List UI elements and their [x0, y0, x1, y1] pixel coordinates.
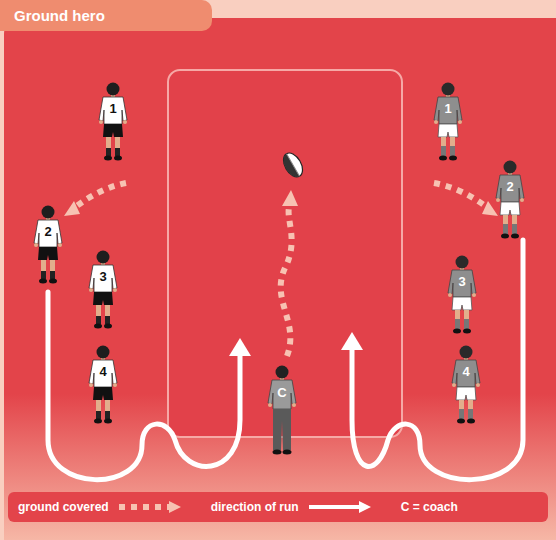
shirt-number: 3: [450, 273, 474, 291]
run-path: [48, 292, 240, 480]
legend-text: direction of run: [211, 500, 299, 514]
player-white: [99, 83, 127, 161]
run-paths: [48, 240, 523, 480]
arrow-head: [64, 201, 80, 216]
shirt-number: 3: [91, 268, 115, 286]
dotted-arrow-sample: [117, 500, 183, 514]
run-path: [352, 240, 523, 480]
shirt-number: 1: [101, 100, 125, 118]
shirt-number: 1: [436, 100, 460, 118]
player-white: [89, 346, 117, 424]
title: Ground hero: [14, 6, 105, 25]
ground-covered-path: [434, 183, 488, 208]
ground-covered-path: [74, 183, 126, 208]
legend-bar: ground covered direction of run C = coach: [8, 492, 548, 522]
rugby-ball: [280, 150, 307, 181]
player-grey: [434, 83, 462, 161]
player-white: [34, 206, 62, 284]
arrow-head: [341, 332, 363, 350]
shirt-number: 4: [91, 363, 115, 381]
player-grey: [452, 346, 480, 424]
pitch-panel: [4, 18, 556, 540]
shirt-number: 4: [454, 363, 478, 381]
legend-item: direction of run: [211, 500, 389, 514]
coach-figure: [268, 366, 296, 455]
player-grey: [448, 256, 476, 334]
player-white: [89, 251, 117, 329]
shirt-number: 2: [36, 223, 60, 241]
ground-covered-paths: [74, 183, 488, 356]
legend-item: ground covered: [18, 500, 199, 514]
arrow-head: [482, 201, 498, 216]
coach-mark: C: [270, 384, 294, 402]
legend-text: C = coach: [401, 500, 458, 514]
legend-text: ground covered: [18, 500, 109, 514]
legend-item: C = coach: [401, 500, 458, 514]
title-tab: [0, 0, 212, 31]
arrow-head: [282, 190, 298, 206]
shirt-number: 2: [498, 178, 522, 196]
ground-covered-path: [281, 204, 292, 356]
player-grey: [496, 161, 524, 239]
solid-arrow-sample: [307, 500, 373, 514]
arrow-head: [229, 338, 251, 356]
